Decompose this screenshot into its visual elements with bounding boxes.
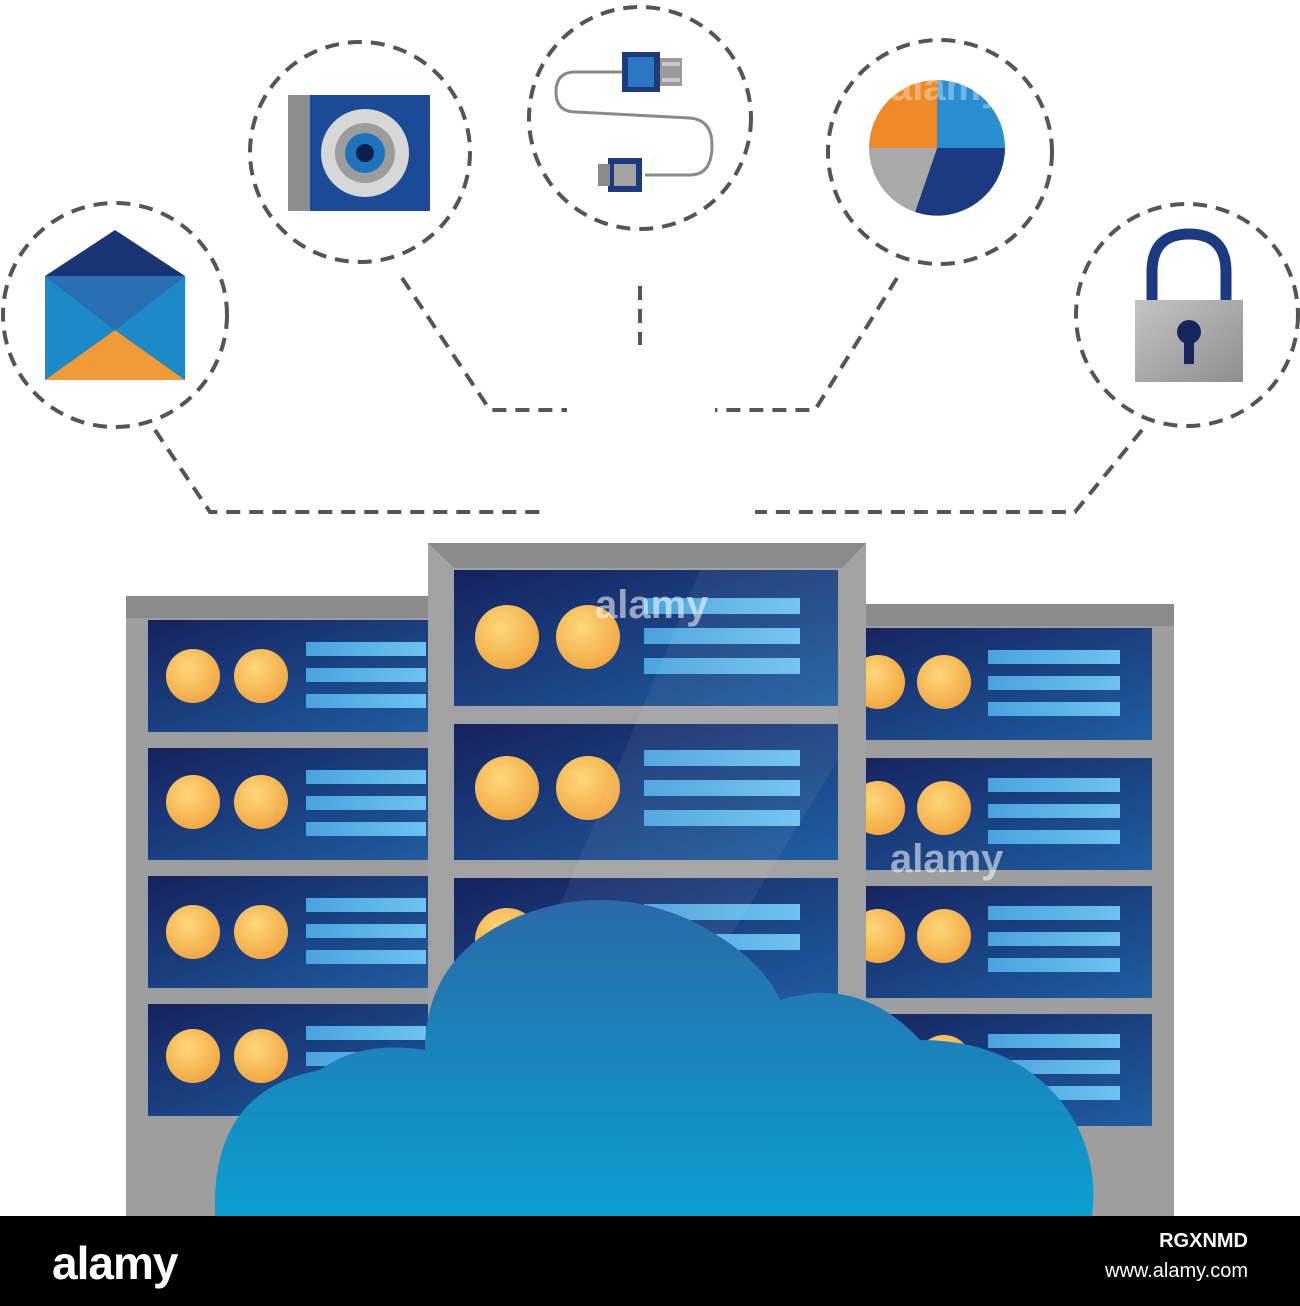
server-unit bbox=[840, 628, 1152, 740]
connector-disc bbox=[400, 276, 567, 412]
server-unit bbox=[148, 876, 446, 988]
lock-circle bbox=[1074, 202, 1300, 428]
server-unit bbox=[840, 886, 1152, 998]
envelope-circle bbox=[1, 201, 229, 429]
cloud bbox=[214, 900, 1094, 1216]
connector-lock bbox=[755, 428, 1144, 514]
server-unit bbox=[454, 724, 838, 860]
padlock-icon bbox=[1135, 228, 1243, 382]
illustration-canvas: alamy alamy alamy bbox=[1, 5, 1300, 1216]
connector-lines bbox=[153, 276, 1144, 514]
footer-image-code: RGXNMD bbox=[1159, 1230, 1248, 1252]
footer-bar: alamy RGXNMD www.alamy.com bbox=[0, 1216, 1300, 1306]
watermark: alamy bbox=[890, 65, 1004, 109]
usb-circle bbox=[527, 5, 753, 231]
disc-circle bbox=[248, 40, 472, 264]
usb-cable-icon bbox=[554, 52, 714, 192]
disc-drive-icon bbox=[288, 95, 430, 211]
chart-circle bbox=[826, 38, 1054, 266]
envelope-icon bbox=[45, 230, 185, 380]
connector-chart bbox=[715, 276, 899, 412]
connector-envelope bbox=[153, 428, 545, 514]
server-unit bbox=[148, 620, 446, 732]
server-unit bbox=[148, 748, 446, 860]
pie-chart-icon bbox=[869, 80, 1005, 216]
server-unit bbox=[454, 570, 838, 706]
watermark: alamy bbox=[890, 837, 1004, 881]
watermark: alamy bbox=[595, 583, 709, 627]
footer-brand-logo: alamy bbox=[52, 1237, 178, 1289]
footer-url: www.alamy.com bbox=[1105, 1260, 1248, 1282]
